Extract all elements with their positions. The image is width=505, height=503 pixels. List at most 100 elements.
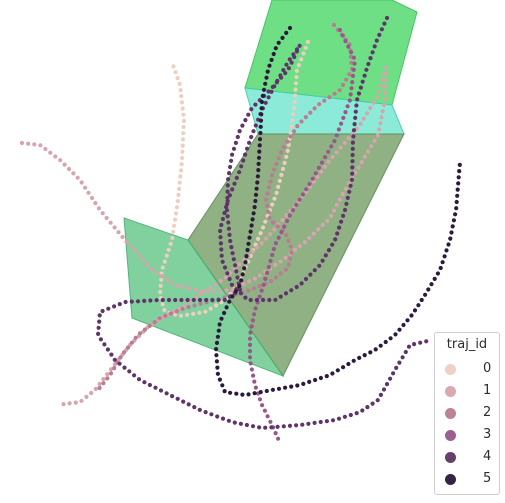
series-4-point — [185, 297, 190, 303]
series-4-point — [233, 140, 238, 145]
series-4-point — [273, 297, 278, 302]
series-4-point — [324, 419, 329, 424]
series-4-point — [235, 134, 240, 140]
series-1-point — [224, 288, 229, 293]
series-3-point — [262, 408, 267, 413]
series-3-point — [261, 282, 266, 287]
series-5-point — [217, 377, 222, 382]
series-1-point — [364, 111, 370, 116]
series-4-point — [348, 183, 353, 188]
series-3-point — [265, 414, 270, 419]
legend-marker-0 — [445, 364, 456, 375]
series-0-point — [294, 75, 299, 80]
series-5-point — [357, 355, 362, 360]
series-5-point — [435, 271, 440, 276]
series-5-point — [215, 365, 220, 370]
series-0-point — [280, 166, 286, 171]
series-1-point — [331, 208, 337, 213]
series-1-point — [307, 235, 312, 240]
series-1-point — [358, 121, 363, 126]
series-1-point — [284, 213, 289, 218]
series-4-point — [117, 302, 122, 307]
series-4-point — [192, 405, 197, 410]
series-3-point — [339, 121, 344, 126]
series-5-point — [258, 390, 263, 395]
series-5-point — [216, 328, 221, 333]
series-0-point — [180, 143, 185, 148]
series-1-point — [26, 141, 31, 146]
series-5-point — [214, 347, 219, 352]
series-1-point — [198, 292, 203, 297]
series-5-point — [246, 241, 251, 246]
series-3-point — [316, 165, 321, 170]
series-4-point — [219, 253, 224, 258]
series-2-point — [125, 345, 131, 350]
series-1-point — [268, 231, 273, 237]
series-3-point — [259, 288, 264, 293]
series-3-point — [276, 235, 281, 240]
series-2-point — [327, 95, 332, 100]
series-1-point — [124, 239, 129, 244]
series-1-point — [203, 289, 208, 294]
series-5-point — [237, 284, 242, 289]
series-5-point — [440, 260, 445, 265]
series-4-point — [215, 414, 220, 419]
series-4-point — [229, 245, 234, 250]
series-4-point — [372, 44, 377, 49]
series-4-point — [220, 259, 225, 264]
series-5-point — [220, 383, 225, 388]
series-3-point — [247, 349, 253, 354]
series-5 — [214, 25, 462, 397]
series-0-point — [180, 155, 185, 161]
series-5-point — [393, 332, 398, 337]
legend-entry-0: 0 — [435, 359, 499, 381]
series-4-point — [364, 67, 369, 72]
series-5-point — [253, 198, 258, 204]
series-4-point — [368, 56, 373, 61]
series-4-point — [351, 134, 356, 139]
series-5-point — [429, 282, 434, 287]
series-1-point — [32, 142, 37, 147]
series-4-point — [181, 399, 186, 404]
series-0-point — [159, 277, 164, 282]
series-4-point — [279, 75, 284, 80]
series-5-point — [228, 390, 233, 395]
series-4-point — [122, 365, 127, 370]
series-1-point — [75, 175, 80, 180]
series-4-point — [225, 195, 230, 200]
series-1-point — [193, 287, 198, 292]
series-5-point — [346, 361, 351, 367]
series-4-point — [218, 241, 223, 246]
series-1-point — [177, 306, 182, 311]
series-1-point — [208, 285, 213, 290]
series-1-point — [377, 127, 382, 132]
series-1-point — [230, 287, 235, 292]
series-0-point — [158, 283, 163, 288]
series-0-point — [296, 63, 301, 68]
series-5-point — [324, 374, 329, 379]
series-1-point — [43, 146, 48, 152]
series-1-point — [108, 367, 114, 372]
series-3-point — [348, 92, 353, 97]
series-3-point — [350, 73, 356, 78]
series-1-point — [79, 398, 84, 403]
series-2-point — [163, 313, 168, 318]
series-2-point — [265, 191, 270, 196]
series-1-point — [171, 309, 177, 314]
series-5-point — [255, 180, 260, 185]
series-0-point — [290, 118, 295, 123]
series-4-point — [225, 201, 230, 207]
series-4-point — [281, 424, 286, 429]
series-3-point — [351, 55, 356, 60]
series-5-point — [442, 254, 447, 259]
series-2-point — [265, 203, 270, 208]
series-4-point — [226, 220, 231, 225]
series-0-point — [162, 259, 167, 264]
series-1-point — [108, 220, 113, 225]
series-2-point — [295, 124, 300, 129]
series-3-point — [266, 264, 271, 270]
series-0-point — [160, 302, 165, 307]
series-1-point — [93, 201, 98, 206]
series-1-point — [250, 249, 255, 254]
series-4-point — [400, 355, 405, 360]
